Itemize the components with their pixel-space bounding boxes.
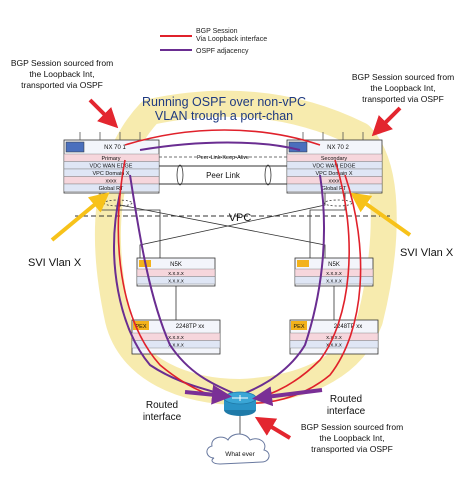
switch-nx70-2-row-role: Secondary xyxy=(321,156,348,162)
headline-line2: VLAN trough a port-chan xyxy=(155,109,293,123)
peer-link-label: Peer Link xyxy=(206,171,241,180)
switch-nx70-2-row-x: xxxx xyxy=(329,179,340,185)
svi-left-label: SVI Vlan X xyxy=(28,257,82,269)
n5k-right-name: N5K xyxy=(328,262,340,268)
routed-left-line1: Routed xyxy=(146,400,178,411)
switch-nx70-1-row-vpc: VPC Domain X xyxy=(93,171,130,177)
routed-right-line2: interface xyxy=(327,406,366,417)
callout-top-left-line3: transported via OSPF xyxy=(21,80,103,90)
callout-bottom: BGP Session sourced from the Loopback In… xyxy=(301,422,403,454)
routed-interface-right: Routed interface xyxy=(327,394,366,417)
switch-nx70-1-name: NX 70 1 xyxy=(104,145,126,151)
red-arrow-top-left xyxy=(88,98,119,129)
fex-right-name: 2248TP xx xyxy=(334,324,363,330)
n5k-right-row1: x.x.x.x xyxy=(326,271,342,277)
router xyxy=(223,391,257,416)
fex-left-badge: PEX xyxy=(135,324,146,330)
switch-nx70-2-name: NX 70 2 xyxy=(327,145,349,151)
legend: BGP Session Via Loopback interface OSPF … xyxy=(160,28,267,55)
yellow-arrow-left xyxy=(50,192,110,242)
callout-top-right-line2: the Loopback Int, xyxy=(370,83,435,93)
purple-arrow-left xyxy=(184,384,232,405)
fex-left: PEX 2248TP xx x.x.x.x x.x.x.x xyxy=(131,319,221,355)
legend-bgp-label: BGP Session xyxy=(196,28,238,35)
callout-bottom-line2: the Loopback Int, xyxy=(319,433,384,443)
switch-nx70-1-row-role: Primary xyxy=(102,156,121,162)
switch-nx70-1-row-rt: Global RT xyxy=(99,186,124,192)
routed-right-line1: Routed xyxy=(330,394,362,405)
fex-right-row2: x.x.x.x xyxy=(326,343,342,349)
switch-nx70-1: NX 70 1 Primary VDC WAN EDGE VPC Domain … xyxy=(63,132,160,194)
cloud: What ever xyxy=(206,433,270,465)
routed-left-line2: interface xyxy=(143,412,182,423)
legend-ospf-label: OSPF adjacency xyxy=(196,48,249,55)
svi-right-label: SVI Vlan X xyxy=(400,247,454,259)
red-arrow-bottom xyxy=(254,416,292,440)
callout-top-right-line3: transported via OSPF xyxy=(362,94,444,104)
switch-nx70-1-row-vdc: VDC WAN EDGE xyxy=(90,164,133,170)
ospf-adjacency-paths xyxy=(113,141,326,397)
callout-top-left-line1: BGP Session sourced from xyxy=(11,58,113,68)
ospf-highlight-band xyxy=(94,90,397,405)
vpc-label: VPC xyxy=(229,212,252,224)
callout-top-right: BGP Session sourced from the Loopback In… xyxy=(352,72,454,104)
callout-bottom-line3: transported via OSPF xyxy=(311,444,393,454)
callout-top-left: BGP Session sourced from the Loopback In… xyxy=(11,58,113,90)
switch-nx70-2: NX 70 2 Secondary VDC WAN EDGE VPC Domai… xyxy=(286,132,383,194)
switch-nx70-2-row-vdc: VDC WAN EDGE xyxy=(313,164,356,170)
legend-bgp-sublabel: Via Loopback interface xyxy=(196,36,267,43)
peer-keepalive-label: Peer-Link-Keep-Alive xyxy=(197,155,249,161)
purple-arrow-right xyxy=(252,386,323,407)
fex-left-row1: x.x.x.x xyxy=(168,335,184,341)
yellow-arrow-right xyxy=(350,192,412,237)
n5k-left-name: N5K xyxy=(170,262,182,268)
switch-nx70-2-row-rt: Global RT xyxy=(322,186,347,192)
cloud-label: What ever xyxy=(225,451,255,458)
fex-left-name: 2248TP xx xyxy=(176,324,205,330)
n5k-right-row2: x.x.x.x xyxy=(326,279,342,285)
red-arrow-top-right xyxy=(371,106,402,137)
headline: Running OSPF over non-vPC VLAN trough a … xyxy=(142,95,306,123)
n5k-left-row1: x.x.x.x xyxy=(168,271,184,277)
n5k-left-row2: x.x.x.x xyxy=(168,279,184,285)
switch-nx70-1-row-x: xxxx xyxy=(106,179,117,185)
peer-link: Peer Link xyxy=(159,164,287,186)
callout-top-left-line2: the Loopback Int, xyxy=(29,69,94,79)
fex-right-row1: x.x.x.x xyxy=(326,335,342,341)
routed-interface-left: Routed interface xyxy=(143,400,182,423)
fex-right-badge: PEX xyxy=(293,324,304,330)
callout-bottom-line1: BGP Session sourced from xyxy=(301,422,403,432)
callout-top-right-line1: BGP Session sourced from xyxy=(352,72,454,82)
fex-left-row2: x.x.x.x xyxy=(168,343,184,349)
switch-nx70-2-row-vpc: VPC Domain X xyxy=(316,171,353,177)
headline-line1: Running OSPF over non-vPC xyxy=(142,95,306,109)
